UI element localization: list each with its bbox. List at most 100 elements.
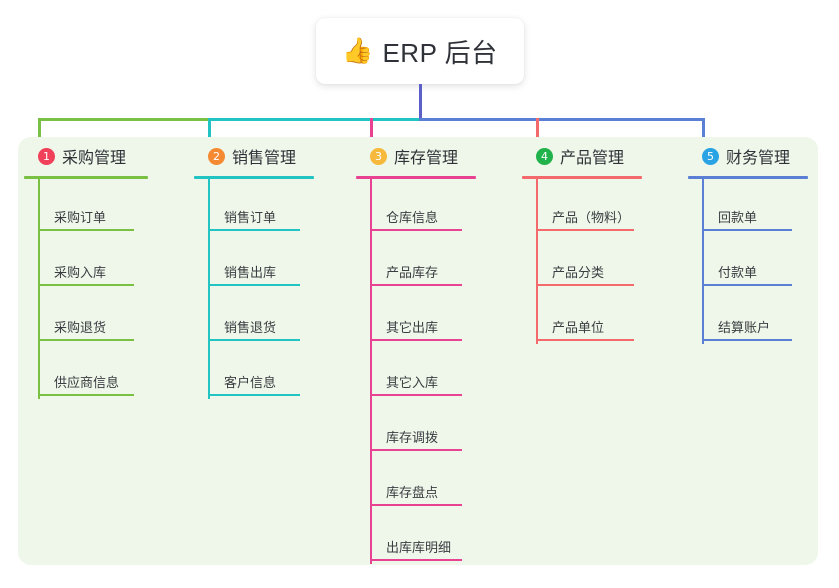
branch-item-underline <box>702 229 792 231</box>
branch-drop-line <box>370 118 373 148</box>
branch-item-underline <box>370 339 462 341</box>
branch-underline <box>356 176 476 179</box>
branch-item-list: 产品（物料） 产品分类产品单位 <box>522 179 652 344</box>
branch-item-label: 采购退货 <box>54 320 107 335</box>
branch-column: 4 产品管理产品（物料） 产品分类产品单位 <box>522 143 652 344</box>
branch-item-underline <box>38 394 134 396</box>
branch-item[interactable]: 销售订单 <box>194 179 324 234</box>
branch-item-label: 产品（物料） <box>552 210 631 225</box>
branch-header[interactable]: 4 产品管理 <box>522 143 652 169</box>
branch-panel <box>18 137 818 565</box>
branch-item-label: 产品库存 <box>386 265 439 280</box>
branch-number-badge: 1 <box>38 147 55 165</box>
branch-spine <box>536 179 538 344</box>
branch-item[interactable]: 产品库存 <box>356 234 486 289</box>
branch-item[interactable]: 销售退货 <box>194 289 324 344</box>
branch-item[interactable]: 采购退货 <box>24 289 154 344</box>
branch-item[interactable]: 客户信息 <box>194 344 324 399</box>
branch-item[interactable]: 仓库信息 <box>356 179 486 234</box>
branch-underline <box>522 176 642 179</box>
branch-number-badge: 3 <box>370 147 387 165</box>
branch-item-label: 结算账户 <box>718 320 771 335</box>
thumbs-up-icon: 👍 <box>342 36 374 65</box>
branch-item-underline <box>208 284 300 286</box>
root-node[interactable]: 👍 ERP 后台 <box>316 18 524 84</box>
branch-title: 财务管理 <box>726 150 791 167</box>
branch-underline <box>688 176 808 179</box>
branch-item-underline <box>702 284 792 286</box>
branch-item-underline <box>370 449 462 451</box>
branch-spine <box>702 179 704 344</box>
branch-item[interactable]: 供应商信息 <box>24 344 154 399</box>
branch-number-badge: 4 <box>536 147 553 165</box>
branch-item-underline <box>38 229 134 231</box>
branch-item-label: 出库库明细 <box>386 540 452 555</box>
bus-segment <box>419 118 705 121</box>
branch-item[interactable]: 产品（物料） <box>522 179 652 234</box>
branch-item-label: 其它出库 <box>386 320 439 335</box>
branch-underline <box>24 176 148 179</box>
branch-title: 产品管理 <box>560 150 625 167</box>
branch-item[interactable]: 产品分类 <box>522 234 652 289</box>
branch-item-underline <box>370 504 462 506</box>
trunk-line <box>419 84 422 121</box>
branch-item[interactable]: 库存调拨 <box>356 399 486 454</box>
branch-item[interactable]: 其它出库 <box>356 289 486 344</box>
branch-drop-line <box>208 118 211 148</box>
branch-item-label: 客户信息 <box>224 375 277 390</box>
branch-item-underline <box>370 229 462 231</box>
branch-item-underline <box>370 394 462 396</box>
branch-title: 采购管理 <box>62 150 127 167</box>
branch-item[interactable]: 付款单 <box>688 234 818 289</box>
branch-drop-line <box>536 118 539 148</box>
bus-segment <box>208 118 419 121</box>
branch-header[interactable]: 1 采购管理 <box>24 143 154 169</box>
branch-item[interactable]: 库存盘点 <box>356 454 486 509</box>
branch-item-label: 库存盘点 <box>386 485 439 500</box>
bus-segment <box>38 118 211 121</box>
branch-item-underline <box>370 559 462 561</box>
branch-item-underline <box>702 339 792 341</box>
branch-item-underline <box>208 394 300 396</box>
branch-spine <box>370 179 372 564</box>
branch-drop-line <box>702 118 705 148</box>
branch-item-label: 产品分类 <box>552 265 605 280</box>
branch-title: 库存管理 <box>394 150 459 167</box>
branch-item-underline <box>536 229 634 231</box>
branch-item-label: 产品单位 <box>552 320 605 335</box>
branch-item[interactable]: 其它入库 <box>356 344 486 399</box>
branch-item-label: 付款单 <box>718 265 758 280</box>
branch-column: 3 库存管理仓库信息产品库存其它出库其它入库库存调拨库存盘点出库库明细 <box>356 143 486 564</box>
branch-item[interactable]: 结算账户 <box>688 289 818 344</box>
branch-item-label: 回款单 <box>718 210 758 225</box>
branch-spine <box>38 179 40 399</box>
branch-column: 1 采购管理采购订单采购入库采购退货供应商信息 <box>24 143 154 399</box>
branch-item-underline <box>38 284 134 286</box>
branch-item-underline <box>208 229 300 231</box>
branch-item-list: 仓库信息产品库存其它出库其它入库库存调拨库存盘点出库库明细 <box>356 179 486 564</box>
branch-item-list: 采购订单采购入库采购退货供应商信息 <box>24 179 154 399</box>
branch-item-underline <box>536 339 634 341</box>
branch-drop-line <box>38 118 41 148</box>
branch-item-label: 销售出库 <box>224 265 277 280</box>
branch-item-label: 供应商信息 <box>54 375 120 390</box>
root-node-title: ERP 后台 <box>382 37 498 68</box>
branch-item[interactable]: 回款单 <box>688 179 818 234</box>
branch-item-label: 采购订单 <box>54 210 107 225</box>
branch-item[interactable]: 采购订单 <box>24 179 154 234</box>
branch-spine <box>208 179 210 399</box>
branch-header[interactable]: 3 库存管理 <box>356 143 486 169</box>
branch-item[interactable]: 采购入库 <box>24 234 154 289</box>
branch-item[interactable]: 产品单位 <box>522 289 652 344</box>
branch-item-label: 采购入库 <box>54 265 107 280</box>
branch-item[interactable]: 销售出库 <box>194 234 324 289</box>
branch-item[interactable]: 出库库明细 <box>356 509 486 564</box>
branch-item-underline <box>208 339 300 341</box>
branch-item-list: 销售订单销售出库销售退货客户信息 <box>194 179 324 399</box>
branch-item-underline <box>38 339 134 341</box>
branch-number-badge: 2 <box>208 147 225 165</box>
